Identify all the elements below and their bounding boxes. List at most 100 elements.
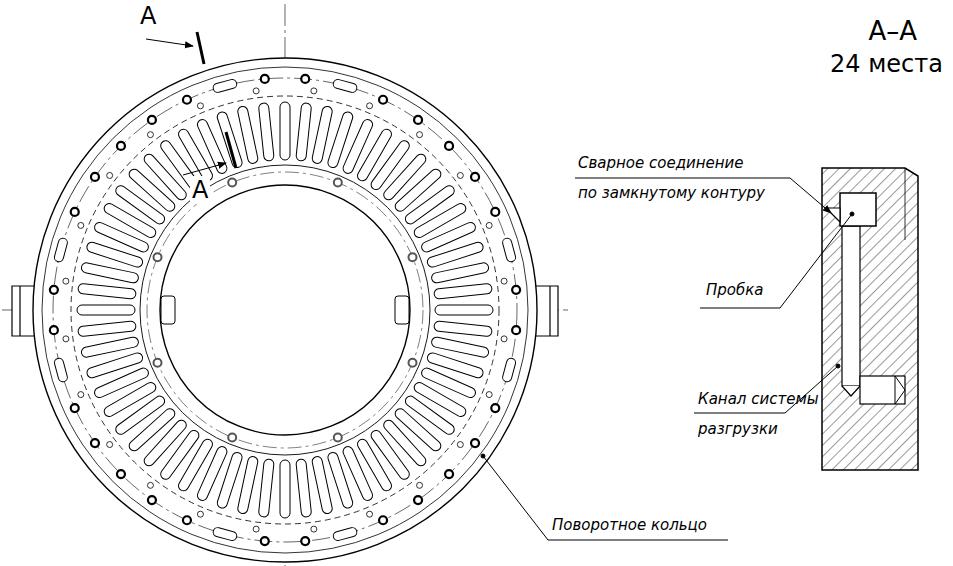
small-hole: [78, 392, 84, 398]
key-slot: [395, 296, 409, 324]
oval-slot: [502, 357, 517, 383]
oval-slot: [332, 527, 358, 542]
outer-contour: [33, 58, 537, 562]
inner-hole: [408, 359, 416, 367]
bolt-hole: [50, 326, 58, 334]
small-hole: [147, 132, 153, 138]
section-view: [822, 168, 918, 470]
oval-slot: [212, 78, 238, 93]
small-hole: [486, 222, 492, 228]
bolt-hole: [491, 404, 499, 412]
rotary-ring-view: [2, 4, 568, 566]
inner-hole: [334, 433, 342, 441]
bolt-circle: [53, 78, 517, 542]
bolt-hole: [445, 142, 453, 150]
hole-circle: [147, 172, 423, 448]
small-hole: [367, 511, 373, 517]
oval-slot: [53, 237, 68, 263]
bolt-hole: [491, 208, 499, 216]
inner-hole: [334, 179, 342, 187]
small-hole: [311, 88, 317, 94]
small-hole: [253, 526, 259, 532]
small-hole: [78, 222, 84, 228]
radial-slot: [431, 262, 490, 284]
small-hole: [63, 278, 69, 284]
callout-label: Канал системы разгрузки: [698, 384, 848, 444]
bore-contour: [160, 185, 410, 435]
bolt-hole: [512, 326, 520, 334]
small-hole: [107, 172, 113, 178]
inner-hole: [228, 433, 236, 441]
radial-slot: [258, 459, 274, 518]
section-letter: А: [140, 2, 156, 30]
bolt-hole: [91, 439, 99, 447]
inner-hole: [154, 359, 162, 367]
inner-hole: [228, 179, 236, 187]
bolt-hole: [445, 470, 453, 478]
radial-slot: [434, 321, 493, 337]
bolt-hole: [301, 75, 309, 83]
inner-hole: [408, 253, 416, 261]
bolt-hole: [261, 537, 269, 545]
small-hole: [197, 103, 203, 109]
callout-label: Пробка: [706, 281, 763, 299]
small-hole: [486, 392, 492, 398]
small-hole: [107, 442, 113, 448]
radial-slot: [296, 103, 312, 162]
chamfer-line: [42, 67, 528, 553]
bolt-hole: [261, 75, 269, 83]
bolt-hole: [471, 439, 479, 447]
radial-slot: [435, 305, 493, 315]
bolt-hole: [512, 286, 520, 294]
small-hole: [147, 482, 153, 488]
bolt-hole: [471, 173, 479, 181]
small-hole: [197, 511, 203, 517]
bolt-hole: [50, 286, 58, 294]
bolt-hole: [117, 142, 125, 150]
small-hole: [457, 442, 463, 448]
bolt-hole: [301, 537, 309, 545]
radial-slot: [280, 460, 290, 518]
radial-slot: [237, 106, 259, 165]
radial-slot: [311, 456, 333, 515]
bolt-hole: [148, 496, 156, 504]
radial-slot: [296, 459, 312, 518]
small-hole: [311, 526, 317, 532]
radial-slot: [280, 102, 290, 160]
slot-inner-contour: [140, 165, 430, 455]
hidden-line: [71, 96, 499, 524]
bolt-hole: [379, 516, 387, 524]
oval-slot: [212, 527, 238, 542]
radial-slot: [78, 283, 137, 299]
bolt-hole: [117, 470, 125, 478]
oval-slot: [53, 357, 68, 383]
callout-label: Сварное соединение по замкнутому контуру: [578, 148, 810, 208]
radial-slot: [258, 103, 274, 162]
small-hole: [457, 172, 463, 178]
radial-slot: [77, 305, 135, 315]
bolt-hole: [183, 96, 191, 104]
section-count: 24 места: [830, 50, 943, 78]
key-slot: [161, 296, 175, 324]
radial-slot: [78, 321, 137, 337]
leader-line: [481, 178, 854, 540]
section-letter: А: [190, 176, 210, 204]
radial-slot: [81, 336, 140, 358]
callout-label: Поворотное кольцо: [552, 516, 707, 534]
bolt-hole: [379, 96, 387, 104]
oval-slot: [502, 237, 517, 263]
small-hole: [417, 482, 423, 488]
bolt-hole: [71, 404, 79, 412]
small-hole: [501, 336, 507, 342]
bolt-hole: [183, 516, 191, 524]
radial-slot: [434, 283, 493, 299]
small-hole: [417, 132, 423, 138]
small-hole: [367, 103, 373, 109]
bolt-hole: [71, 208, 79, 216]
section-title: А–А: [868, 16, 917, 46]
bolt-hole: [414, 496, 422, 504]
bolt-hole: [91, 173, 99, 181]
section-marker: [146, 32, 236, 175]
